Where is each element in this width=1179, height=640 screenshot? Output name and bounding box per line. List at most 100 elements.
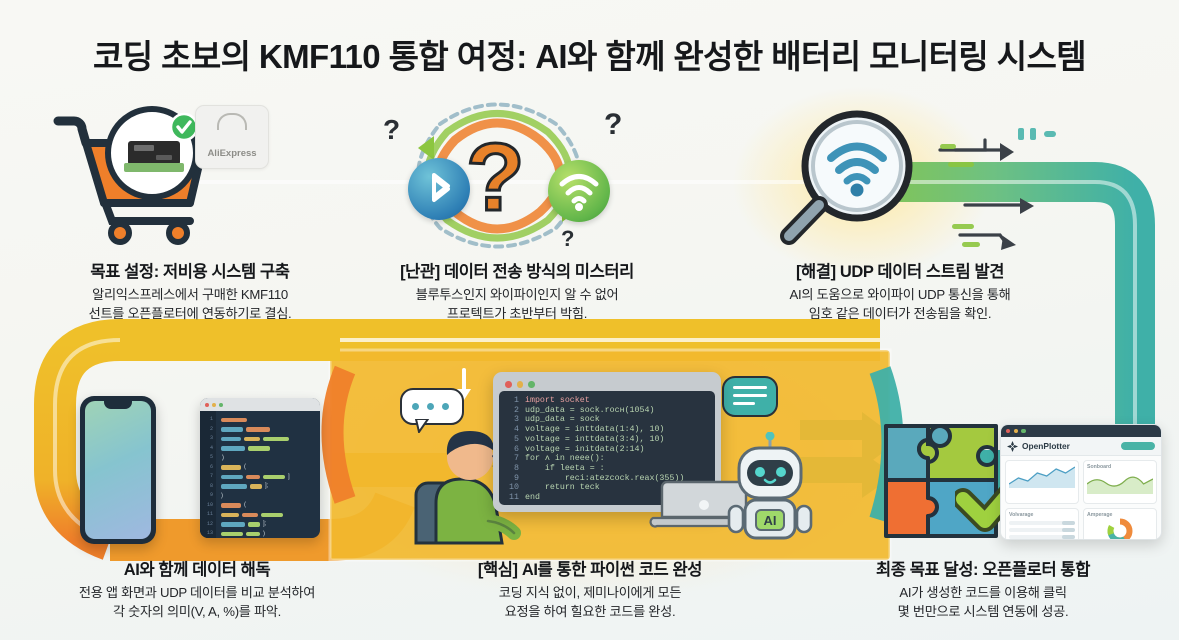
wifi-inside-magnifier [827, 142, 887, 197]
step-5-line-2: 요정을 하여 힐요한 코드를 완성. [504, 603, 676, 619]
phone-screen [85, 401, 151, 539]
step-6-line-1: AI가 생성한 코드를 이용해 클릭 [899, 585, 1067, 600]
window-minimize-dot [1013, 428, 1018, 434]
dashboard-card-amperage-donut: Amperage [1083, 508, 1157, 539]
code-line-text: voltage = initdata(2:14) [525, 444, 645, 454]
question-mark-small-left: ? [383, 114, 401, 145]
code-line: 8 if leeta = : [503, 464, 711, 474]
code-line-text: if leeta = : [525, 463, 605, 473]
mobile-app-mockup [80, 396, 156, 544]
step-3-line-2: 임호 같은 데이터가 전송됨을 확인. [808, 305, 992, 321]
code-line-number: 7 [514, 454, 519, 464]
code-line: 5 voltage = inttdata(3:4), 10) [503, 435, 711, 445]
window-maximize-dot [219, 402, 223, 407]
aliexpress-label: AliExpress [207, 148, 257, 159]
code-line-text: end [525, 493, 540, 503]
connectivity-mystery-illustration: ? ? ? ? [383, 108, 622, 251]
step-3-heading: [해결] UDP 데이터 스트림 발견 [795, 263, 1005, 281]
donut-chart-icon [1107, 518, 1133, 539]
code-line-text: voltage = inttdata(3:4), 10) [525, 434, 665, 444]
code-line-text: return teck [525, 483, 600, 493]
code-line-number: 2 [514, 405, 519, 415]
window-maximize-dot [528, 381, 535, 388]
code-line: 4 voltage = inttdata(1:4), 10) [503, 425, 711, 435]
code-line-text: udp_data = sock [525, 415, 600, 425]
code-line-text: for ʌ in neee(): [525, 454, 605, 464]
monitor-titlebar [499, 378, 715, 391]
code-line-number: 10 [509, 483, 519, 493]
developer-person-illustration [410, 425, 522, 545]
step-1-heading: 목표 설정: 저비용 시스템 구축 [90, 263, 290, 281]
code-line-number: 8 [514, 463, 519, 473]
code-line-number: 4 [514, 425, 519, 435]
robot-ai-badge-text: AI [764, 513, 777, 528]
code-panel-titlebar [200, 398, 320, 411]
question-mark-small-bottom: ? [561, 226, 575, 251]
step-1-line-2: 선트를 오픈플로터에 연동하기로 결심. [88, 305, 292, 321]
step-5-caption: [핵심] AI를 통한 파이썬 코드 완성 코딩 지식 없이, 제미나이에게 모… [415, 556, 765, 621]
window-close-dot [505, 381, 512, 388]
wifi-icon [559, 174, 599, 211]
step-2-line-1: 블루투스인지 와이파이인지 알 수 없어 [415, 287, 619, 302]
window-close-dot [1006, 428, 1011, 434]
dashboard-brand-label: OpenPlotter [1022, 441, 1070, 451]
magnifier-icon [780, 110, 913, 245]
step-1-line-1: 알리익스프레스에서 구매한 KMF110 [92, 287, 288, 302]
purchase-illustration: AliExpress [52, 105, 287, 245]
step-2-caption: [난관] 데이터 전송 방식의 미스터리 블루투스인지 와이파이인지 알 수 없… [352, 258, 682, 323]
code-line-number: 3 [514, 415, 519, 425]
step-5-line-1: 코딩 지식 없이, 제미나이에게 모든 [498, 585, 682, 600]
code-line-text: reci:atezcock.reax(355)) [525, 473, 685, 483]
question-mark-large: ? [465, 124, 527, 231]
code-line-number: 1 [514, 396, 519, 405]
dashboard-card-voltage-list: Volvarage [1005, 508, 1079, 539]
code-panel-rows: ) ( ] ]; ) ( ]; ) [216, 411, 320, 538]
window-minimize-dot [212, 402, 216, 407]
page-title: 코딩 초보의 KMF110 통합 여정: AI와 함께 완성한 배터리 모니터링… [93, 38, 1087, 75]
ai-robot-illustration: AI [725, 431, 815, 542]
code-line: 3 udp_data = sock [503, 415, 711, 425]
dashboard-card-line-chart: Sonboard [1083, 460, 1157, 504]
step-4-heading: AI와 함께 데이터 해독 [123, 561, 271, 579]
dashboard-cards-grid: Sonboard Volvarage Amperage [1001, 456, 1161, 539]
code-line-text: udp_data = sock.rocн(1054) [525, 405, 655, 415]
openplotter-logo-icon [1007, 440, 1018, 452]
step-6-caption: 최종 목표 달성: 오픈플로터 통합 AI가 생성한 코드를 이용해 클릭 몇 … [808, 556, 1158, 621]
question-mark-small-right: ? [604, 108, 623, 141]
window-minimize-dot [516, 381, 523, 388]
dashboard-status-pill [1121, 442, 1155, 450]
step-3-line-1: AI의 도움으로 와이파이 UDP 통신을 통해 [789, 287, 1011, 302]
code-line-number: 11 [509, 493, 519, 503]
udp-discovery-illustration [765, 108, 965, 248]
step-2-line-2: 프로텍트가 초반부터 박힘. [446, 305, 588, 321]
code-line: 1 import socket [503, 396, 711, 406]
step-2-heading: [난관] 데이터 전송 방식의 미스터리 [400, 263, 634, 281]
user-chat-bubble [400, 388, 464, 433]
phone-notch [104, 401, 132, 409]
step-5-heading: [핵심] AI를 통한 파이썬 코드 완성 [477, 561, 703, 579]
code-line-number: 5 [514, 434, 519, 444]
dashboard-card-area-chart [1005, 460, 1079, 504]
code-line: 7 for ʌ in neee(): [503, 454, 711, 464]
aliexpress-bag-logo: AliExpress [195, 105, 269, 169]
line-chart-icon [1086, 476, 1154, 494]
wifi-badge [548, 160, 610, 222]
code-line-text: import socket [525, 396, 590, 405]
step-1-caption: 목표 설정: 저비용 시스템 구축 알리익스프레스에서 구매한 KMF110 선… [30, 258, 350, 323]
code-line-text: voltage = inttdata(1:4), 10) [525, 425, 665, 435]
openplotter-dashboard: OpenPlotter Sonboard Volvarage [1000, 424, 1162, 540]
code-line: 9 reci:atezcock.reax(355)) [503, 474, 711, 484]
step-4-line-2: 각 숫자의 의미(V, A, %)를 파악. [112, 603, 282, 619]
step-3-caption: [해결] UDP 데이터 스트림 발견 AI의 도움으로 와이파이 UDP 통신… [730, 258, 1070, 323]
ai-chat-bubble [722, 376, 778, 417]
area-chart-icon [1008, 466, 1076, 488]
bluetooth-badge [408, 158, 470, 220]
bluetooth-icon [432, 173, 450, 202]
code-line: 11 end [503, 493, 711, 503]
bag-handle-icon [217, 113, 247, 130]
code-line: 10 return teck [503, 483, 711, 493]
